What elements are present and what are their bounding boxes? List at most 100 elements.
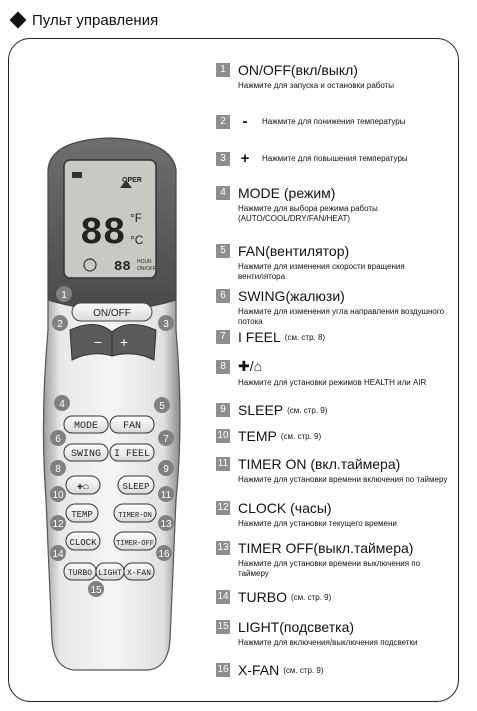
number-badge: 9 [216, 403, 230, 417]
number-badge: 4 [216, 186, 230, 200]
display-mode-icon [72, 172, 82, 178]
legend-item-head: 3+Нажмите для повышения температуры [216, 150, 408, 167]
number-badge: 14 [216, 590, 230, 604]
number-badge: 1 [216, 63, 230, 77]
callout-1: 1 [61, 290, 67, 301]
legend-item-label: X-FAN [238, 662, 280, 678]
health-air-button[interactable] [65, 475, 101, 495]
legend-item-label: - [242, 113, 248, 130]
display-clock-icon [83, 258, 97, 272]
legend-item-page-note: (см. стр. 8) [284, 332, 326, 342]
timer-off-button[interactable] [113, 531, 157, 551]
xfan-button-label: X-FAN [127, 569, 151, 578]
legend-item-head: 2-Нажмите для понижения температуры [216, 113, 405, 130]
number-badge: 8 [216, 359, 230, 374]
legend-item-head: 15 LIGHT(подсветка) [216, 619, 450, 635]
number-badge: 13 [216, 541, 230, 555]
timer-off-button-label: TIMER-OFF [116, 540, 154, 548]
legend-item-4: 4 MODE (режим) Нажмите для выбора режима р… [216, 185, 450, 224]
legend-item-desc: Нажмите для установки времени включения … [238, 475, 448, 484]
section-title: Пульт управления [6, 9, 158, 31]
number-badge: 15 [216, 620, 230, 634]
display-unit-c: °C [130, 233, 144, 247]
legend-item-label: SLEEP [238, 402, 284, 418]
legend-item-desc: Нажмите для включения/выключения подсвет… [238, 638, 418, 647]
callout-2: 2 [57, 319, 63, 330]
mode-button-label: MODE [74, 421, 98, 432]
legend-item-desc: Нажмите для понижения температуры [262, 117, 406, 126]
callout-10: 10 [52, 490, 64, 501]
callout-14: 14 [52, 549, 64, 560]
callout-4: 4 [59, 399, 65, 410]
callout-3: 3 [163, 319, 169, 330]
legend-item-16: 16 X-FAN(см. стр. 9) [216, 662, 324, 678]
number-badge: 6 [216, 289, 230, 303]
legend-item-desc: Нажмите для повышения температуры [262, 154, 408, 163]
display-small-digits: 88 [114, 259, 131, 275]
onoff-button[interactable] [71, 302, 153, 322]
legend-item-page-note: (см. стр. 9) [291, 592, 332, 602]
legend-item-desc: Нажмите для выбора режима работы (AUTO/C… [238, 204, 378, 223]
temp-button-label: TEMP [71, 510, 93, 520]
display-fan-icon [120, 180, 132, 188]
number-badge: 7 [216, 330, 230, 344]
legend-item-desc: Нажмите для изменения угла направления в… [238, 307, 445, 326]
temp-button[interactable] [65, 503, 99, 523]
callout-7: 7 [163, 434, 169, 445]
fan-button-label: FAN [123, 421, 141, 432]
callout-13: 13 [160, 519, 172, 530]
swing-button-label: SWING [71, 449, 101, 460]
onoff-button-label: ON/OFF [93, 308, 131, 319]
legend-item-label: CLOCK (часы) [238, 500, 332, 516]
plus-button[interactable] [111, 324, 157, 361]
legend-item-label: + [240, 150, 250, 167]
swing-button[interactable] [63, 443, 109, 462]
ifeel-button[interactable] [109, 443, 155, 462]
legend-item-label: TEMP [238, 428, 277, 444]
legend-item-head: 8 ✚/⌂ [216, 358, 450, 375]
xfan-button[interactable] [123, 562, 155, 581]
sleep-button[interactable] [117, 475, 155, 495]
content-frame [8, 38, 459, 702]
clock-button-label: CLOCK [69, 538, 97, 548]
clock-button[interactable] [65, 531, 101, 551]
callout-16: 16 [158, 549, 170, 560]
legend-item-label: ✚/⌂ [238, 358, 263, 374]
legend-item-label: TIMER ON (вкл.таймера) [238, 456, 401, 472]
minus-label: − [94, 334, 102, 350]
number-badge: 16 [216, 663, 230, 677]
display-oper: OPER [122, 177, 142, 184]
legend-item-8: 8✚/⌂Нажмите для установки режимов HEALTH… [216, 358, 450, 388]
legend-item-label: LIGHT(подсветка) [238, 619, 355, 635]
mode-button[interactable] [63, 415, 109, 434]
ifeel-button-label: I FEEL [114, 449, 150, 460]
legend-item-2: 2-Нажмите для понижения температуры [216, 113, 405, 130]
number-badge: 12 [216, 501, 230, 515]
fan-button[interactable] [109, 415, 155, 434]
legend-item-head: 12 CLOCK (часы) [216, 500, 450, 516]
legend-item-desc: Нажмите для запуска и остановки работы [238, 81, 395, 90]
legend-item-desc: Нажмите для установки времени выключения… [238, 559, 421, 578]
legend-item-page-note: (см. стр. 9) [283, 665, 324, 675]
legend-item-head: 4 MODE (режим) [216, 185, 450, 201]
legend-item-label: MODE (режим) [238, 185, 336, 201]
legend-item-head: 16 X-FAN(см. стр. 9) [216, 662, 324, 678]
callout-5: 5 [159, 401, 165, 412]
callout-12: 12 [52, 519, 64, 530]
sleep-button-label: SLEEP [122, 482, 149, 492]
plus-label: + [120, 334, 128, 350]
display-hour: HOUR [137, 259, 152, 265]
timer-on-button[interactable] [113, 503, 157, 523]
callout-11: 11 [161, 490, 172, 501]
health-air-icon: ✚⌂ [77, 482, 89, 493]
